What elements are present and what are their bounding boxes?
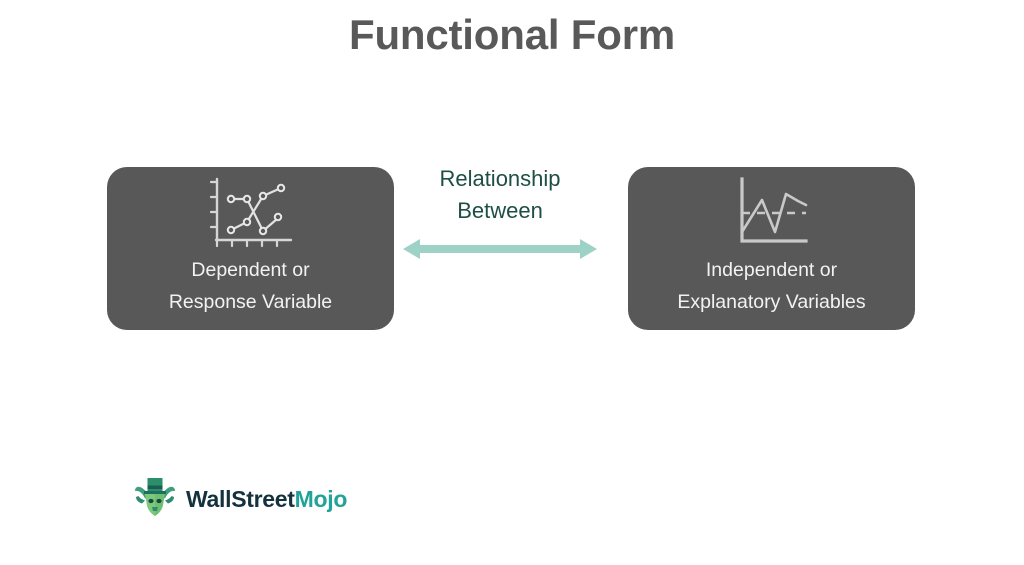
concept-box-dependent-label-line2: Response Variable xyxy=(168,290,333,313)
concept-box-dependent-label: Dependent or Response Variable xyxy=(107,255,394,318)
zigzag-trend-chart-icon xyxy=(728,175,816,253)
concept-box-independent-variable: Independent or Explanatory Variables xyxy=(628,167,915,330)
relationship-label: Relationship Between xyxy=(396,163,604,227)
crossing-lines-chart-icon xyxy=(207,175,295,253)
concept-box-independent-label-line1: Independent or xyxy=(705,259,838,281)
wallstreetmojo-logo[interactable]: WallStreetMojo xyxy=(133,476,347,522)
concept-box-independent-label-line2: Explanatory Variables xyxy=(677,290,866,313)
logo-wordmark: WallStreetMojo xyxy=(186,486,347,513)
logo-text-primary: WallStreet xyxy=(186,485,295,512)
concept-box-independent-label: Independent or Explanatory Variables xyxy=(628,255,915,318)
relationship-label-line2: Between xyxy=(457,197,543,223)
logo-text-accent: Mojo xyxy=(294,485,348,512)
double-headed-arrow xyxy=(403,236,597,262)
relationship-label-line1: Relationship xyxy=(439,166,561,191)
page-title: Functional Form xyxy=(349,11,675,58)
concept-box-dependent-label-line1: Dependent or xyxy=(191,259,310,281)
wallstreetmojo-bull-logo-icon xyxy=(133,475,177,524)
concept-box-dependent-variable: Dependent or Response Variable xyxy=(107,167,394,330)
relationship-connector: Relationship Between xyxy=(396,163,604,227)
